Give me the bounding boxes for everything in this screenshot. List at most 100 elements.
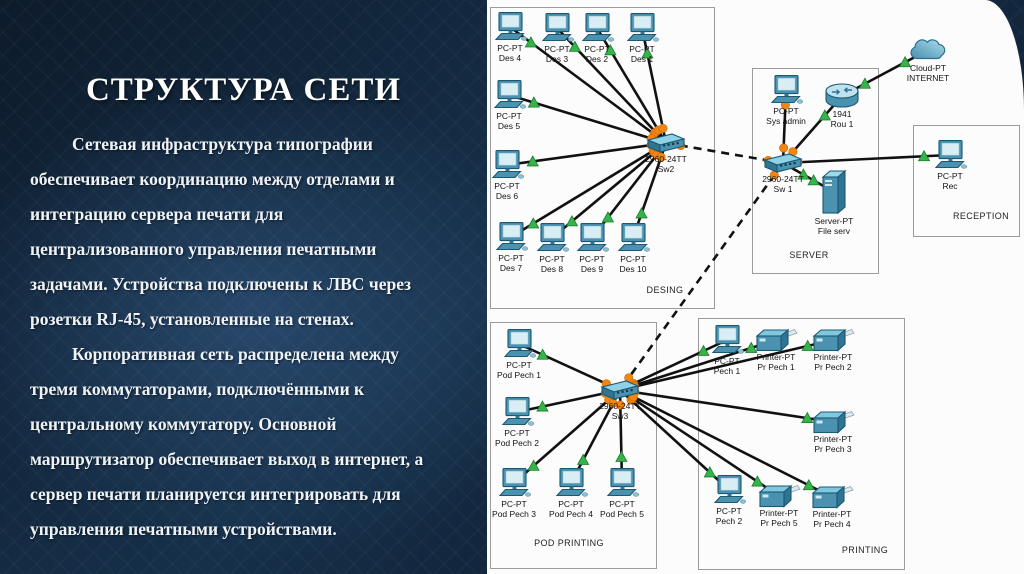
group-box-pod-printing [490, 322, 657, 569]
body-paragraph-1: Сетевая инфраструктура типографии обеспе… [30, 134, 411, 329]
link-up-green-icon [898, 55, 912, 68]
device-label-pp2: PC-PT Pod Pech 2 [495, 428, 539, 448]
group-box-reception [913, 125, 1020, 237]
pc-icon [497, 467, 531, 499]
device-label-des2: PC-PT Des 2 [584, 44, 610, 64]
link-up-green-icon [524, 36, 538, 48]
link-up-green-icon [601, 211, 615, 223]
device-label-des4: PC-PT Des 4 [497, 43, 523, 63]
switch-icon [763, 152, 803, 174]
pc-icon [535, 222, 569, 254]
pc-icon [616, 222, 650, 254]
pc-icon [492, 79, 526, 111]
group-box-label-reception: RECEPTION [949, 211, 1013, 221]
cable-des2-sw2 [595, 27, 668, 144]
link-up-green-icon [527, 96, 541, 108]
body-paragraph-2: Корпоративная сеть распределена между тр… [30, 344, 424, 539]
device-label-des6: PC-PT Des 6 [494, 181, 520, 201]
group-box-desing [490, 7, 715, 309]
slide-body-text: Сетевая инфраструктура типографии обеспе… [30, 127, 480, 547]
printer-icon [812, 327, 855, 353]
device-label-pp4: PC-PT Pod Pech 4 [549, 499, 593, 519]
device-label-pp1: PC-PT Pod Pech 1 [497, 360, 541, 380]
pc-icon [502, 328, 536, 360]
router-icon [824, 83, 860, 109]
device-label-prpech4: Printer-PT Pr Pech 4 [812, 509, 852, 529]
trunk-cable-sw2-sw1 [665, 141, 784, 165]
pc-icon [769, 74, 803, 106]
group-box-label-pod-printing: POD PRINTING [531, 538, 607, 548]
link-up-green-icon [641, 47, 654, 59]
link-up-green-icon [526, 155, 539, 167]
device-label-des9: PC-PT Des 9 [579, 254, 605, 274]
link-up-green-icon [801, 339, 814, 351]
link-up-green-icon [635, 207, 648, 219]
pc-icon [500, 396, 534, 428]
device-label-sw1: 2960-24TT Sw 1 [762, 174, 804, 194]
link-up-green-icon [615, 450, 628, 462]
link-up-green-icon [807, 174, 820, 186]
port-status-amber-icon [656, 152, 666, 162]
device-label-pech1: PC-PT Pech 1 [713, 356, 741, 376]
pc-icon [494, 221, 528, 253]
link-up-green-icon [527, 459, 540, 471]
device-label-des7: PC-PT Des 7 [498, 253, 524, 273]
device-label-prpech2: Printer-PT Pr Pech 2 [813, 352, 853, 372]
device-label-prpech5: Printer-PT Pr Pech 5 [759, 508, 799, 528]
link-up-green-icon [917, 149, 931, 162]
printer-icon [812, 409, 855, 435]
cable-sw3-pech1 [619, 338, 728, 392]
device-label-pech2: PC-PT Pech 2 [715, 506, 743, 526]
device-label-cloud: Cloud-PT INTERNET [906, 63, 950, 83]
group-box-label-server: SERVER [786, 250, 832, 260]
pc-icon [625, 12, 659, 44]
group-box-server [752, 68, 879, 274]
device-label-fileserv: Server-PT File serv [814, 216, 854, 236]
group-box-label-printing: PRINTING [838, 545, 892, 555]
cable-sw3-prpech5 [619, 388, 780, 498]
pc-icon [712, 474, 746, 506]
device-label-des5: PC-PT Des 5 [496, 111, 522, 131]
link-up-green-icon [801, 411, 814, 424]
link-up-green-icon [536, 400, 549, 412]
cable-sw3-prpech2 [619, 338, 834, 392]
link-up-green-icon [797, 168, 810, 180]
pc-icon [493, 11, 527, 43]
cable-des7-sw2 [510, 141, 667, 239]
link-up-green-icon [745, 341, 758, 353]
link-up-green-icon [568, 40, 582, 52]
pc-icon [710, 324, 744, 356]
printer-icon [811, 484, 854, 510]
printer-icon [758, 483, 801, 509]
device-label-pp3: PC-PT Pod Pech 3 [492, 499, 536, 519]
link-up-green-icon [802, 478, 815, 491]
device-label-pp5: PC-PT Pod Pech 5 [600, 499, 644, 519]
printer-icon [755, 327, 798, 353]
cable-sw3-prpech3 [619, 388, 834, 424]
pc-icon [540, 12, 574, 44]
cable-des1-sw2 [640, 27, 668, 144]
link-up-green-icon [751, 475, 764, 487]
device-label-sysadmin: PC-PT Sys admin [766, 106, 806, 126]
device-label-prpech1: Printer-PT Pr Pech 1 [756, 352, 796, 372]
device-label-des3: PC-PT Des 3 [544, 44, 570, 64]
cloud-icon [908, 37, 948, 63]
link-up-green-icon [818, 109, 831, 121]
group-box-printing [698, 318, 905, 570]
device-label-des1: PC-PT Des 1 [629, 44, 655, 64]
device-label-prpech3: Printer-PT Pr Pech 3 [813, 434, 853, 454]
pc-icon [490, 149, 524, 181]
switch-icon [646, 132, 686, 154]
group-box-label-desing: DESING [643, 285, 687, 295]
slide-title: СТРУКТУРА СЕТИ [85, 72, 402, 109]
port-status-amber-icon [658, 123, 668, 133]
cable-sw3-prpech4 [619, 388, 833, 499]
link-up-green-icon [858, 77, 872, 89]
link-up-green-icon [565, 215, 579, 227]
pc-icon [575, 222, 609, 254]
device-label-rou1: 1941 Rou 1 [830, 109, 854, 129]
trunk-cable-sw1-sw3 [618, 162, 785, 391]
pc-icon [933, 139, 967, 171]
device-label-des8: PC-PT Des 8 [539, 254, 565, 274]
